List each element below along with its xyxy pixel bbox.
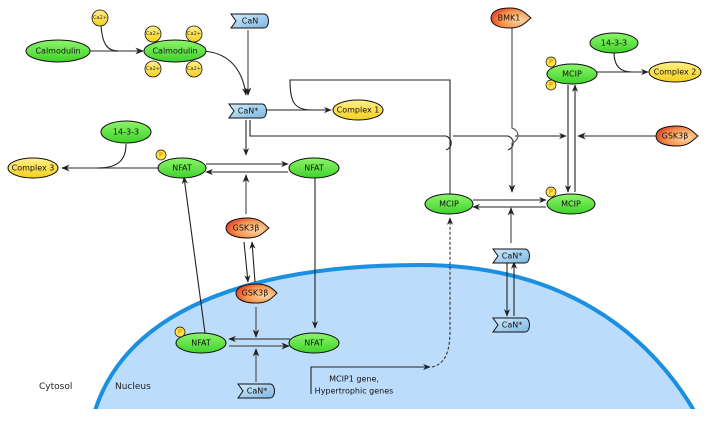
node-can-active-nuc[interactable]: CaN* [237, 383, 275, 399]
svg-text:Complex 1: Complex 1 [337, 106, 380, 115]
node-can[interactable]: CaN [230, 13, 269, 29]
svg-text:NFAT: NFAT [304, 339, 324, 348]
svg-text:P: P [549, 82, 554, 89]
ca-ion-4 [185, 60, 203, 78]
ca-ion-1 [144, 25, 162, 43]
edge-nfat-export [181, 176, 206, 334]
gene-label-line2: Hypertrophic genes [315, 387, 394, 396]
svg-text:Calmodulin: Calmodulin [152, 47, 197, 56]
node-can-active-right-bottom[interactable]: CaN* [492, 317, 530, 333]
edge-mcip-translation [431, 217, 454, 368]
svg-text:Complex 3: Complex 3 [12, 164, 55, 173]
svg-text:Ca2+: Ca2+ [146, 31, 160, 37]
node-14-3-3-left[interactable]: 14-3-3 [100, 120, 152, 144]
edge-bmk1-to-mcip [508, 28, 519, 193]
nucleus-compartment [0, 262, 709, 421]
svg-text:GSK3β: GSK3β [233, 224, 260, 233]
svg-text:14-3-3: 14-3-3 [601, 39, 627, 48]
svg-text:Calmodulin: Calmodulin [35, 47, 80, 56]
node-14-3-3-right[interactable]: 14-3-3 [589, 32, 639, 54]
svg-text:Complex 2: Complex 2 [654, 68, 697, 77]
svg-text:GSK3β: GSK3β [662, 132, 689, 141]
nucleus-fill [92, 265, 700, 421]
svg-text:P: P [159, 152, 164, 159]
node-ca-ion[interactable]: Ca2+ [91, 9, 109, 27]
svg-text:MCIP: MCIP [561, 200, 581, 209]
edge-can-long [249, 120, 452, 151]
node-can-active-right-top[interactable]: CaN* [492, 248, 530, 264]
edge-gsk3b-export [249, 241, 256, 283]
node-complex2[interactable]: Complex 2 [648, 61, 702, 83]
svg-text:BMK1: BMK1 [498, 14, 521, 23]
svg-text:CaN*: CaN* [502, 252, 522, 261]
node-nfat-cyto[interactable]: NFAT [288, 157, 340, 179]
node-nfat-nuc[interactable]: NFAT [288, 332, 340, 354]
svg-text:MCIP: MCIP [562, 70, 582, 79]
svg-text:Ca2+: Ca2+ [187, 66, 201, 72]
phospho-badge [174, 326, 186, 338]
phospho-badge [545, 56, 557, 68]
node-gsk3b-nuc[interactable]: GSK3β [235, 283, 278, 304]
cytosol-label: Cytosol [39, 382, 72, 392]
node-calmodulin-bound[interactable]: Ca2+ Ca2+ Ca2+ Ca2+ Calmodulin [143, 25, 207, 78]
node-mcip-top-phosphorylated[interactable]: MCIP P P [545, 56, 598, 91]
edge-1433-to-complex2 [613, 51, 633, 73]
phospho-badge [545, 186, 557, 198]
svg-text:MCIP: MCIP [439, 200, 459, 209]
phospho-badge [545, 79, 557, 91]
node-mcip-mid-right-phosphorylated[interactable]: MCIP P [545, 186, 596, 215]
svg-text:GSK3β: GSK3β [242, 289, 269, 298]
svg-text:CaN*: CaN* [502, 321, 522, 330]
svg-text:Ca2+: Ca2+ [93, 15, 107, 21]
svg-text:P: P [178, 329, 183, 336]
edge-ca-input [100, 23, 119, 52]
svg-text:Ca2+: Ca2+ [146, 66, 160, 72]
edge-gsk3b-import [243, 241, 251, 283]
edges [61, 23, 656, 394]
edge-can-to-mcip [453, 136, 566, 151]
edge-gene-expression [310, 363, 431, 394]
svg-text:NFAT: NFAT [172, 164, 192, 173]
svg-text:CaN: CaN [242, 17, 258, 26]
node-mcip-mid-left[interactable]: MCIP [424, 193, 474, 215]
nucleus-label: Nucleus [115, 382, 151, 392]
svg-text:NFAT: NFAT [304, 164, 324, 173]
node-complex3[interactable]: Complex 3 [7, 157, 59, 179]
svg-text:14-3-3: 14-3-3 [113, 128, 139, 137]
node-nfat-nuc-phosphorylated[interactable]: NFAT P [174, 326, 227, 354]
gene-label-line1: MCIP1 gene, [329, 375, 379, 384]
node-gsk3b-cyto[interactable]: GSK3β [225, 217, 270, 239]
nuclear-membrane [90, 262, 702, 421]
node-calmodulin-free[interactable]: Calmodulin [25, 39, 91, 63]
node-nfat-cyto-phosphorylated[interactable]: NFAT P [155, 149, 207, 179]
edge-calmodulin-to-can [201, 50, 249, 96]
edge-1433-to-complex3 [97, 143, 127, 169]
svg-text:P: P [549, 189, 554, 196]
svg-text:P: P [549, 59, 554, 66]
phospho-badge [155, 149, 167, 161]
svg-text:CaN*: CaN* [247, 387, 267, 396]
node-gsk3b-right[interactable]: GSK3β [655, 125, 699, 147]
node-complex1[interactable]: Complex 1 [332, 99, 384, 121]
node-bmk1[interactable]: BMK1 [490, 7, 532, 29]
svg-text:NFAT: NFAT [191, 339, 211, 348]
node-can-active[interactable]: CaN* [228, 103, 267, 119]
ca-ion-3 [144, 60, 162, 78]
svg-text:Ca2+: Ca2+ [187, 31, 201, 37]
svg-text:CaN*: CaN* [238, 107, 258, 116]
edge-complex1-input [289, 79, 451, 210]
